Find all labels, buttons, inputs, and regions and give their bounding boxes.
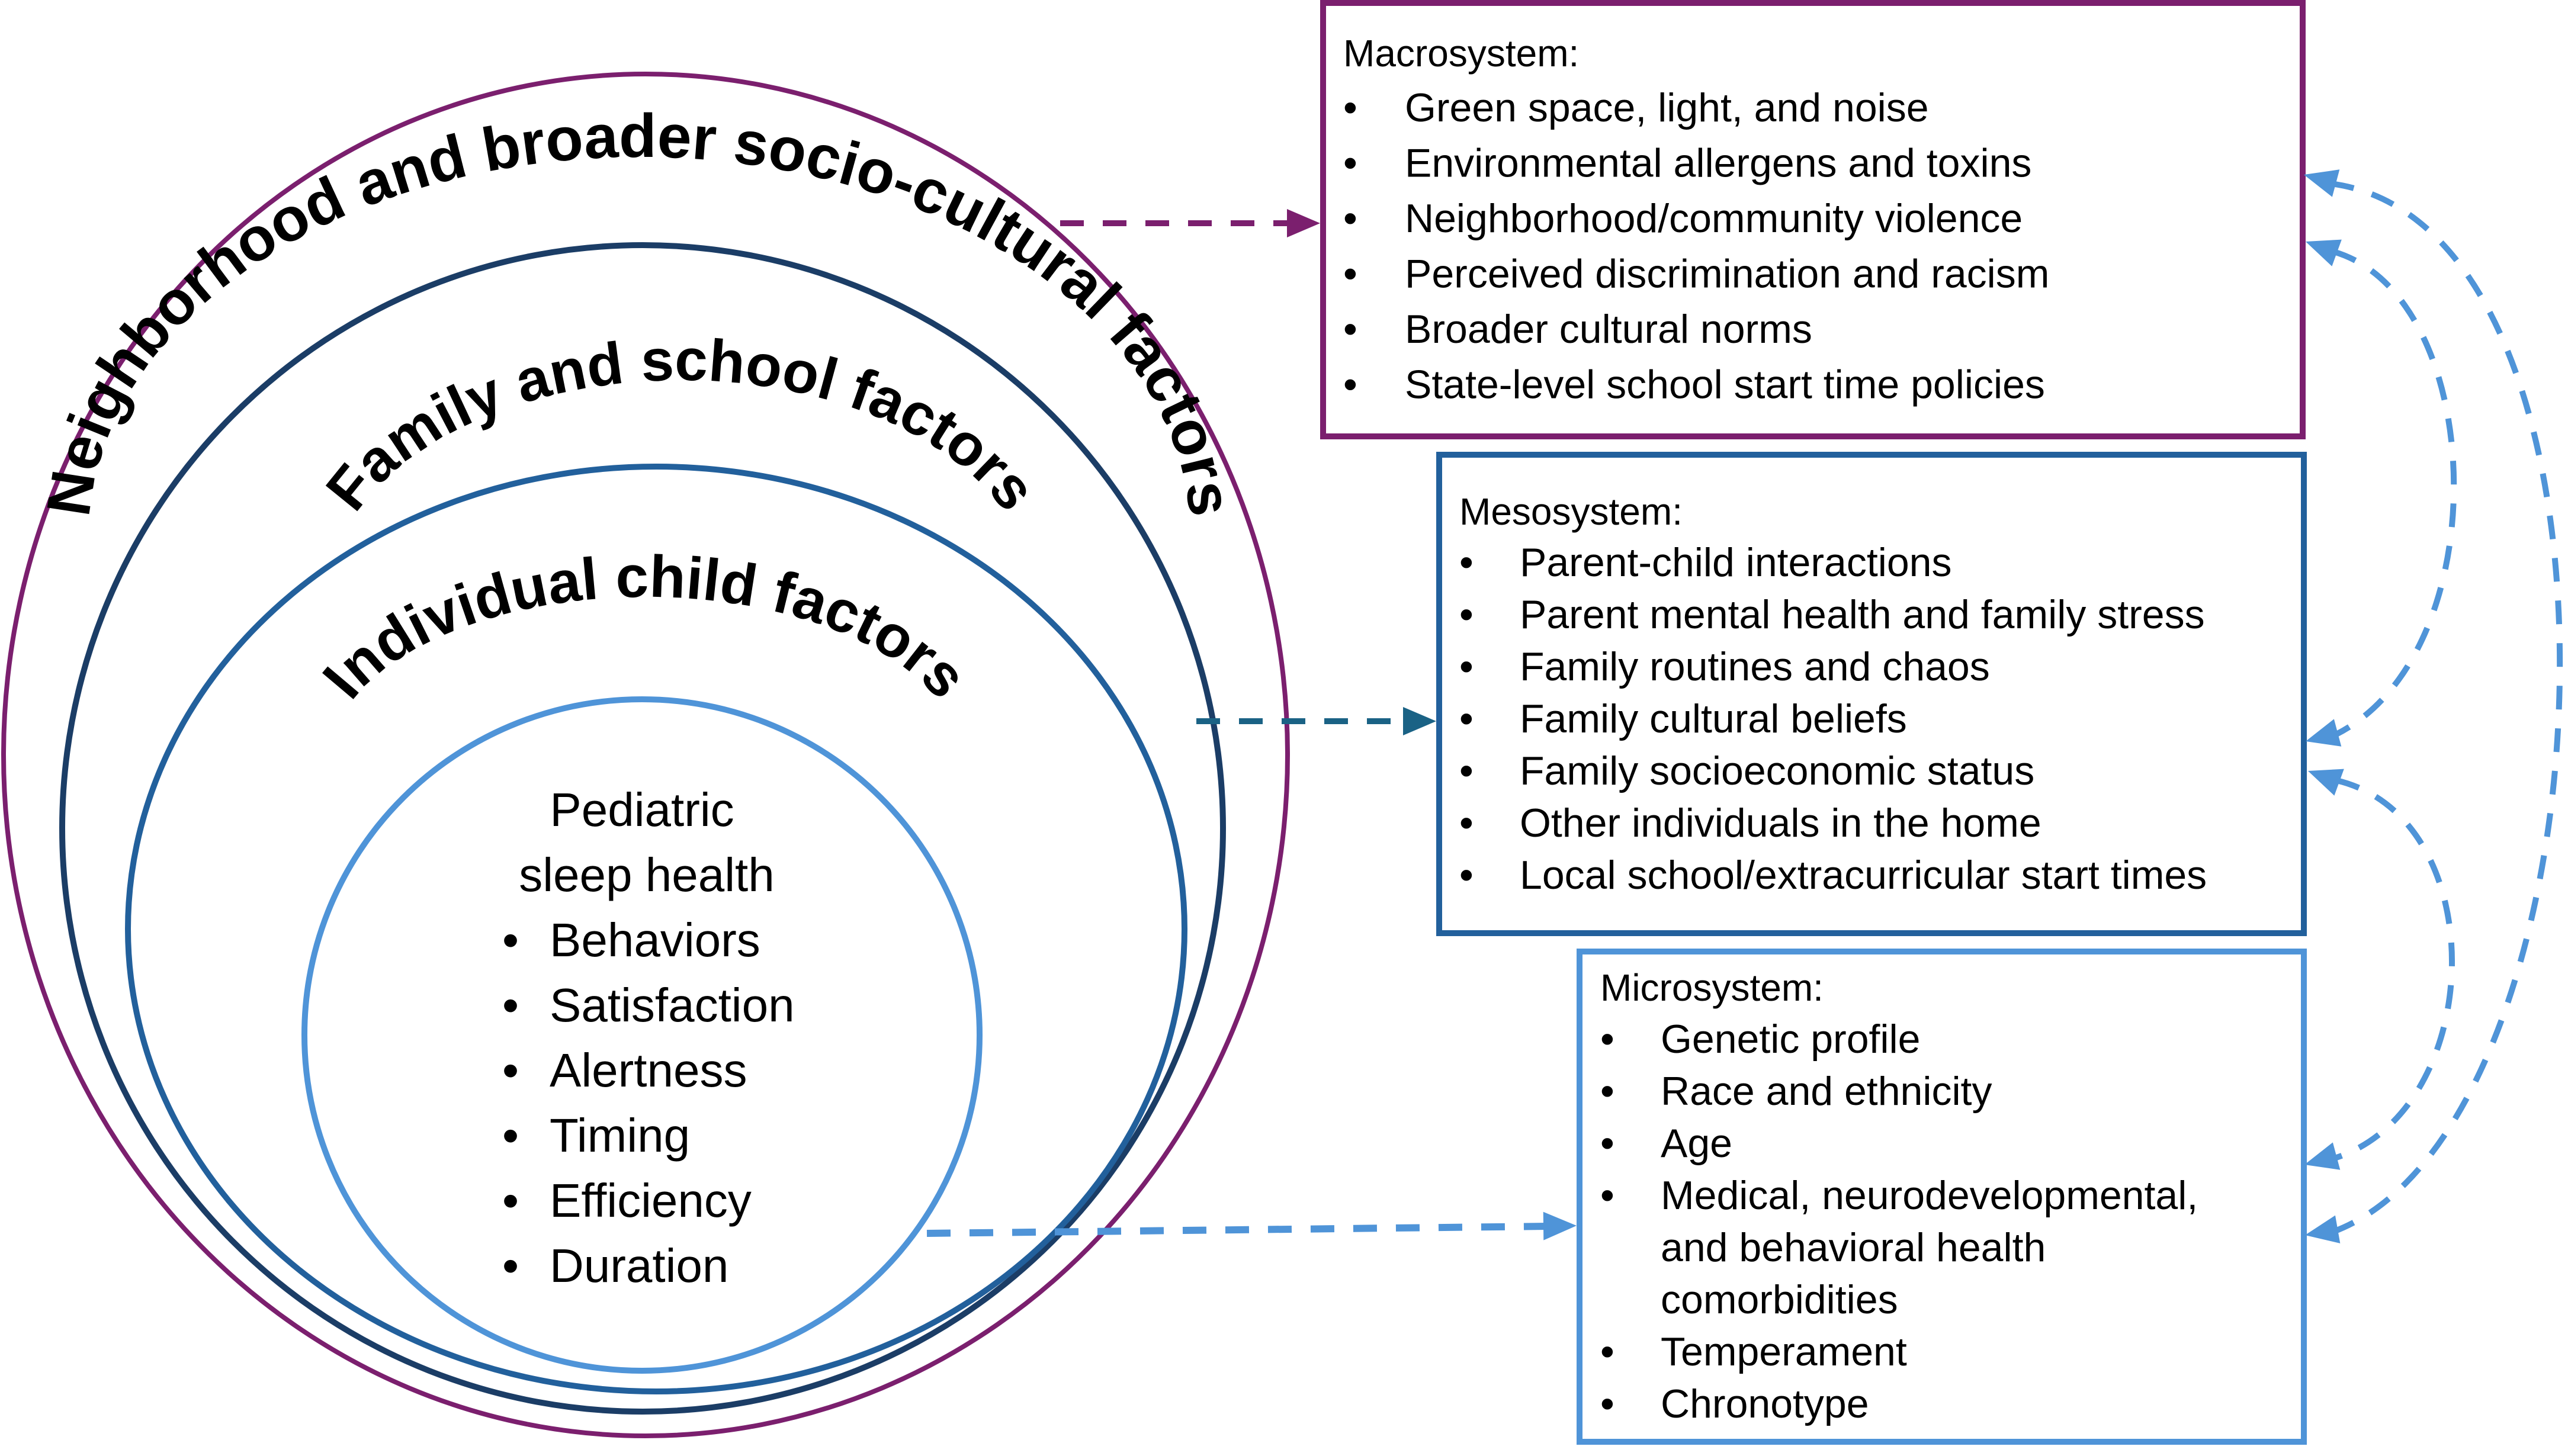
list-bullet: •	[1600, 1017, 1614, 1062]
inner-to-micro-arrowhead-icon	[1543, 1211, 1577, 1240]
list-item: Family routines and chaos	[1520, 644, 1990, 689]
list-bullet: •	[1600, 1121, 1614, 1166]
sleep-health-content: Pediatric sleep health • Behaviors • Satisf…	[502, 783, 795, 1292]
individual-ring-label: Individual child factors	[310, 544, 980, 711]
list-bullet: •	[1459, 853, 1474, 898]
microsystem-box	[1577, 949, 2307, 1445]
sleep-dimension-item: Alertness	[550, 1044, 747, 1097]
meso-micro-arrowhead-bottom-icon	[2304, 1142, 2341, 1170]
navy-to-meso-arrowhead-icon	[1403, 707, 1436, 735]
outer-ring-label-text: Neighborhood and broader socio-cultural …	[34, 102, 1246, 520]
microsystem-title: Microsystem:	[1600, 966, 1824, 1009]
list-bullet: •	[1343, 85, 1357, 130]
macrosystem-title: Macrosystem:	[1343, 32, 1579, 75]
concentric-rings	[1, 72, 1290, 1438]
list-item: Parent mental health and family stress	[1520, 592, 2205, 637]
center-bullet: •	[502, 1174, 519, 1227]
individual-ring-label-text: Individual child factors	[310, 544, 980, 711]
list-bullet: •	[1343, 307, 1357, 352]
center-bullet: •	[502, 1109, 519, 1162]
list-bullet: •	[1459, 540, 1474, 585]
center-title-line2: sleep health	[519, 848, 774, 901]
outer-to-macro-arrowhead-icon	[1287, 209, 1320, 237]
list-bullet: •	[1459, 696, 1474, 741]
macrosystem-box	[1320, 0, 2306, 439]
list-item: Temperament	[1661, 1329, 1907, 1374]
individual-child-ring	[125, 464, 1187, 1394]
mesosystem-box	[1436, 452, 2307, 936]
list-item: Race and ethnicity	[1661, 1069, 1992, 1114]
list-bullet: •	[1459, 644, 1474, 689]
list-bullet: •	[1459, 748, 1474, 793]
outer-ring-label: Neighborhood and broader socio-cultural …	[34, 102, 1246, 520]
list-item: Family socioeconomic status	[1520, 748, 2034, 793]
sleep-dimension-item: Timing	[550, 1109, 690, 1162]
connector-arrows	[926, 169, 2563, 1243]
sleep-dimension-item: Behaviors	[550, 914, 760, 966]
sleep-health-dimensions: • Behaviors • Satisfaction • Alertness • Timing…	[502, 914, 795, 1292]
family-school-ring	[59, 242, 1226, 1415]
list-bullet: •	[1600, 1173, 1614, 1218]
inner-to-micro-arrow-line	[926, 1223, 1548, 1237]
list-bullet: •	[1343, 252, 1357, 297]
center-bullet: •	[502, 914, 519, 966]
list-item: Chronotype	[1661, 1381, 1869, 1426]
sleep-dimension-item: Duration	[550, 1239, 728, 1292]
macro-meso-arrowhead-top-icon	[2306, 239, 2342, 266]
list-item: Medical, neurodevelopmental,	[1661, 1173, 2198, 1218]
macro-micro-arrowhead-top-icon	[2304, 169, 2340, 197]
list-bullet: •	[1459, 801, 1474, 846]
outer-ring-neighborhood	[1, 72, 1290, 1438]
meso-micro-curve-line	[2335, 777, 2455, 1161]
list-item: Age	[1661, 1121, 1732, 1166]
list-item: Green space, light, and noise	[1405, 85, 1929, 130]
list-bullet: •	[1600, 1329, 1614, 1374]
macro-micro-arrowhead-bottom-icon	[2305, 1215, 2341, 1243]
list-bullet: •	[1600, 1381, 1614, 1426]
center-bullet: •	[502, 1239, 519, 1292]
mesosystem-title: Mesosystem:	[1459, 490, 1683, 533]
list-item: Family cultural beliefs	[1520, 696, 1907, 741]
list-item: Local school/extracurricular start times	[1520, 853, 2207, 898]
list-bullet: •	[1343, 196, 1357, 241]
list-item: Genetic profile	[1661, 1017, 1920, 1062]
sleep-health-circle	[301, 696, 983, 1374]
list-item: Parent-child interactions	[1520, 540, 1951, 585]
sleep-dimension-item: Satisfaction	[550, 979, 795, 1031]
list-item: Perceived discrimination and racism	[1405, 252, 2049, 297]
list-item: Other individuals in the home	[1520, 801, 2041, 846]
microsystem-list: • Genetic profile • Race and ethnicity • Age •…	[1600, 1017, 2198, 1426]
meso-micro-arrowhead-top-icon	[2308, 769, 2344, 796]
mesosystem-list: • Parent-child interactions • Parent mental…	[1459, 540, 2207, 898]
center-title-line1: Pediatric	[550, 783, 734, 836]
macrosystem-list: • Green space, light, and noise • Environme…	[1343, 85, 2049, 407]
list-bullet: •	[1600, 1069, 1614, 1114]
family-ring-label: Family and school factors	[313, 327, 1049, 523]
macro-meso-curve-line	[2332, 249, 2457, 737]
list-bullet: •	[1343, 141, 1357, 186]
list-item: comorbidities	[1661, 1277, 1898, 1322]
center-bullet: •	[502, 1044, 519, 1097]
list-item: State-level school start time policies	[1405, 362, 2045, 407]
list-item: Broader cultural norms	[1405, 307, 1812, 352]
macro-meso-arrowhead-bottom-icon	[2306, 719, 2342, 747]
list-item: and behavioral health	[1661, 1225, 2046, 1270]
sleep-dimension-item: Efficiency	[550, 1174, 752, 1227]
list-item: Neighborhood/community violence	[1405, 196, 2023, 241]
center-bullet: •	[502, 979, 519, 1031]
family-ring-label-text: Family and school factors	[313, 327, 1049, 523]
macro-micro-curve-line	[2330, 181, 2563, 1235]
list-bullet: •	[1459, 592, 1474, 637]
list-bullet: •	[1343, 362, 1357, 407]
list-item: Environmental allergens and toxins	[1405, 141, 2031, 186]
